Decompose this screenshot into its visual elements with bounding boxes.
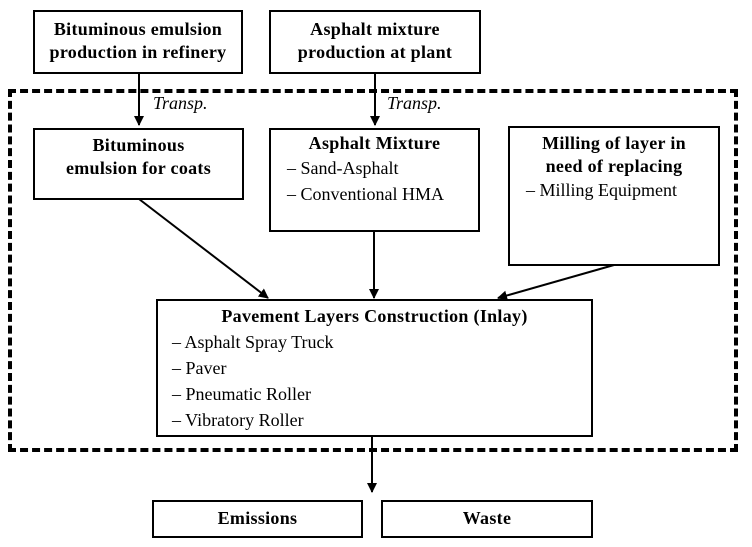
input-box-asphalt-mixture: Asphalt Mixture – Sand-Asphalt – Convent…: [269, 128, 480, 232]
source-title-line: Asphalt mixture: [310, 19, 440, 39]
input-item: – Sand-Asphalt: [287, 158, 399, 178]
construction-title: Pavement Layers Construction (Inlay): [221, 306, 528, 326]
arrow-milling-to-construction: [497, 264, 615, 301]
arrow-emulsion-to-construction: [138, 198, 269, 299]
input-title-line: Bituminous: [92, 135, 185, 155]
input-title-line: Milling of layer in: [542, 133, 686, 153]
source-title-line: Bituminous emulsion: [53, 19, 223, 39]
input-item: – Milling Equipment: [526, 180, 677, 200]
output-box-emissions: Emissions: [152, 500, 363, 538]
output-label: Emissions: [217, 508, 298, 528]
input-title-line: Asphalt Mixture: [308, 133, 441, 153]
transport-label-emulsion: Transp.: [153, 93, 208, 113]
construction-item: – Pneumatic Roller: [172, 384, 311, 404]
input-item: – Conventional HMA: [287, 184, 444, 204]
source-title-line: production at plant: [297, 42, 453, 62]
input-box-milling: Milling of layer in need of replacing – …: [508, 126, 720, 266]
output-label: Waste: [462, 508, 512, 528]
construction-item: – Vibratory Roller: [172, 410, 304, 430]
source-box-emulsion-production: Bituminous emulsion production in refine…: [33, 10, 243, 74]
input-title-line: emulsion for coats: [65, 158, 212, 178]
transport-label-asphalt: Transp.: [387, 93, 442, 113]
construction-item: – Paver: [172, 358, 227, 378]
output-box-waste: Waste: [381, 500, 593, 538]
source-title-line: production in refinery: [49, 42, 227, 62]
input-title-line: need of replacing: [545, 156, 683, 176]
construction-box: Pavement Layers Construction (Inlay) – A…: [156, 299, 593, 437]
input-box-emulsion-coats: Bituminous emulsion for coats: [33, 128, 244, 200]
construction-item: – Asphalt Spray Truck: [172, 332, 334, 352]
source-box-asphalt-production: Asphalt mixture production at plant: [269, 10, 481, 74]
